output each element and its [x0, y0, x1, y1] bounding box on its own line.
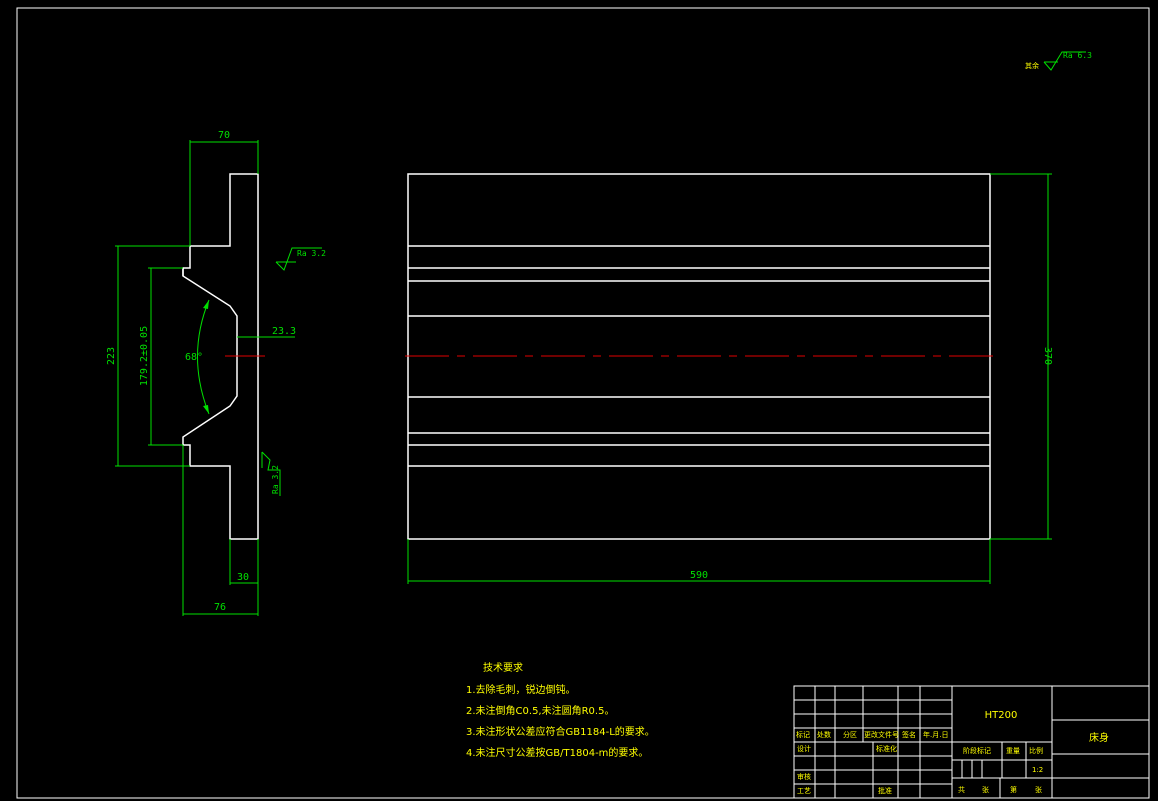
dim-angle: 68°: [185, 352, 203, 363]
tech-requirement-item: 3.未注形状公差应符合GB1184-L的要求。: [466, 725, 655, 738]
svg-text:张: 张: [1035, 785, 1042, 794]
svg-text:年.月.日: 年.月.日: [923, 730, 948, 739]
svg-text:标准化: 标准化: [876, 744, 897, 753]
svg-text:设计: 设计: [797, 744, 811, 753]
svg-text:阶段标记: 阶段标记: [963, 746, 991, 755]
roughness-symbol-right: Ra 3.2: [275, 247, 326, 271]
dim-length: 590: [690, 570, 708, 581]
technical-requirements: 技术要求 1.去除毛刺，锐边倒钝。 2.未注倒角C0.5,未注圆角R0.5。 3…: [466, 661, 655, 759]
svg-text:签名: 签名: [902, 730, 916, 739]
svg-text:共: 共: [958, 785, 965, 794]
svg-text:处数: 处数: [817, 730, 831, 739]
svg-text:张: 张: [982, 785, 989, 794]
part-name: 床身: [1089, 731, 1109, 744]
svg-text:Ra 6.3: Ra 6.3: [1063, 51, 1092, 60]
dim-bottom-width-small: 30: [237, 572, 249, 583]
svg-text:1:2: 1:2: [1032, 766, 1043, 774]
roughness-general: 其余 Ra 6.3: [1025, 51, 1092, 71]
tech-requirement-item: 4.未注尺寸公差按GB/T1804-m的要求。: [466, 746, 648, 759]
tech-requirement-item: 2.未注倒角C0.5,未注圆角R0.5。: [466, 704, 614, 717]
svg-text:审核: 审核: [797, 772, 811, 781]
material-label: HT200: [985, 710, 1018, 721]
side-view: 590 370: [405, 173, 1053, 584]
svg-text:Ra 3.2: Ra 3.2: [297, 249, 326, 258]
svg-text:第: 第: [1010, 785, 1017, 794]
dim-overall-height: 223: [106, 347, 117, 365]
tech-requirement-item: 1.去除毛刺，锐边倒钝。: [466, 683, 576, 696]
dim-depth: 23.3: [272, 326, 296, 337]
svg-text:其余: 其余: [1025, 61, 1039, 70]
svg-text:重量: 重量: [1006, 747, 1020, 755]
svg-text:比例: 比例: [1029, 746, 1043, 755]
front-view: 70 223 179.2±0.05 68° 23.3 Ra 3.2 Ra 3.2: [106, 130, 326, 616]
tech-requirements-title: 技术要求: [483, 661, 523, 674]
drawing-frame: [16, 7, 1150, 799]
dim-bottom-width: 76: [214, 602, 226, 613]
svg-text:批准: 批准: [878, 786, 892, 795]
svg-text:Ra 3.2: Ra 3.2: [271, 465, 280, 494]
svg-text:更改文件号: 更改文件号: [864, 730, 899, 739]
svg-text:分区: 分区: [843, 730, 857, 739]
title-block: 标记 处数 分区 更改文件号 签名 年.月.日 设计 标准化 审核 工艺 批准 …: [793, 685, 1150, 799]
roughness-symbol-lower: Ra 3.2: [261, 451, 281, 496]
dim-height: 370: [1042, 347, 1053, 365]
dim-inner-height: 179.2±0.05: [139, 326, 150, 386]
svg-text:工艺: 工艺: [797, 787, 811, 795]
dim-top-width: 70: [218, 130, 230, 141]
svg-text:标记: 标记: [796, 730, 810, 739]
